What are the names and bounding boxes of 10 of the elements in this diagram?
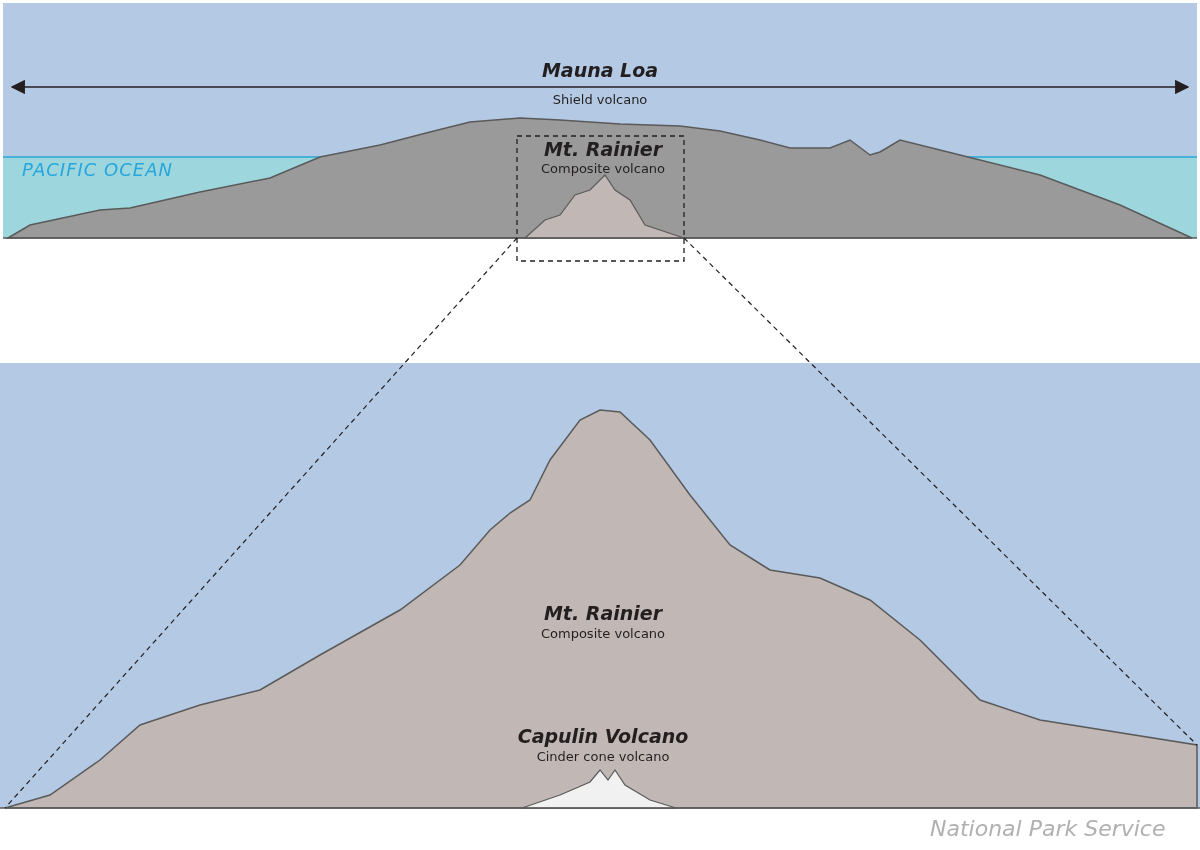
volcano-name: Mt. Rainier bbox=[543, 139, 663, 161]
credit-text: National Park Service bbox=[930, 816, 1166, 842]
volcano-type: Cinder cone volcano bbox=[536, 750, 670, 765]
volcano-name: Capulin Volcano bbox=[517, 726, 689, 748]
volcano-type: Shield volcano bbox=[552, 93, 648, 108]
ocean-label: PACIFIC OCEAN bbox=[22, 160, 173, 181]
volcano-type: Composite volcano bbox=[540, 627, 666, 642]
volcano-name: Mauna Loa bbox=[541, 60, 659, 82]
volcano-name: Mt. Rainier bbox=[543, 603, 663, 625]
volcano-type: Composite volcano bbox=[540, 162, 666, 177]
